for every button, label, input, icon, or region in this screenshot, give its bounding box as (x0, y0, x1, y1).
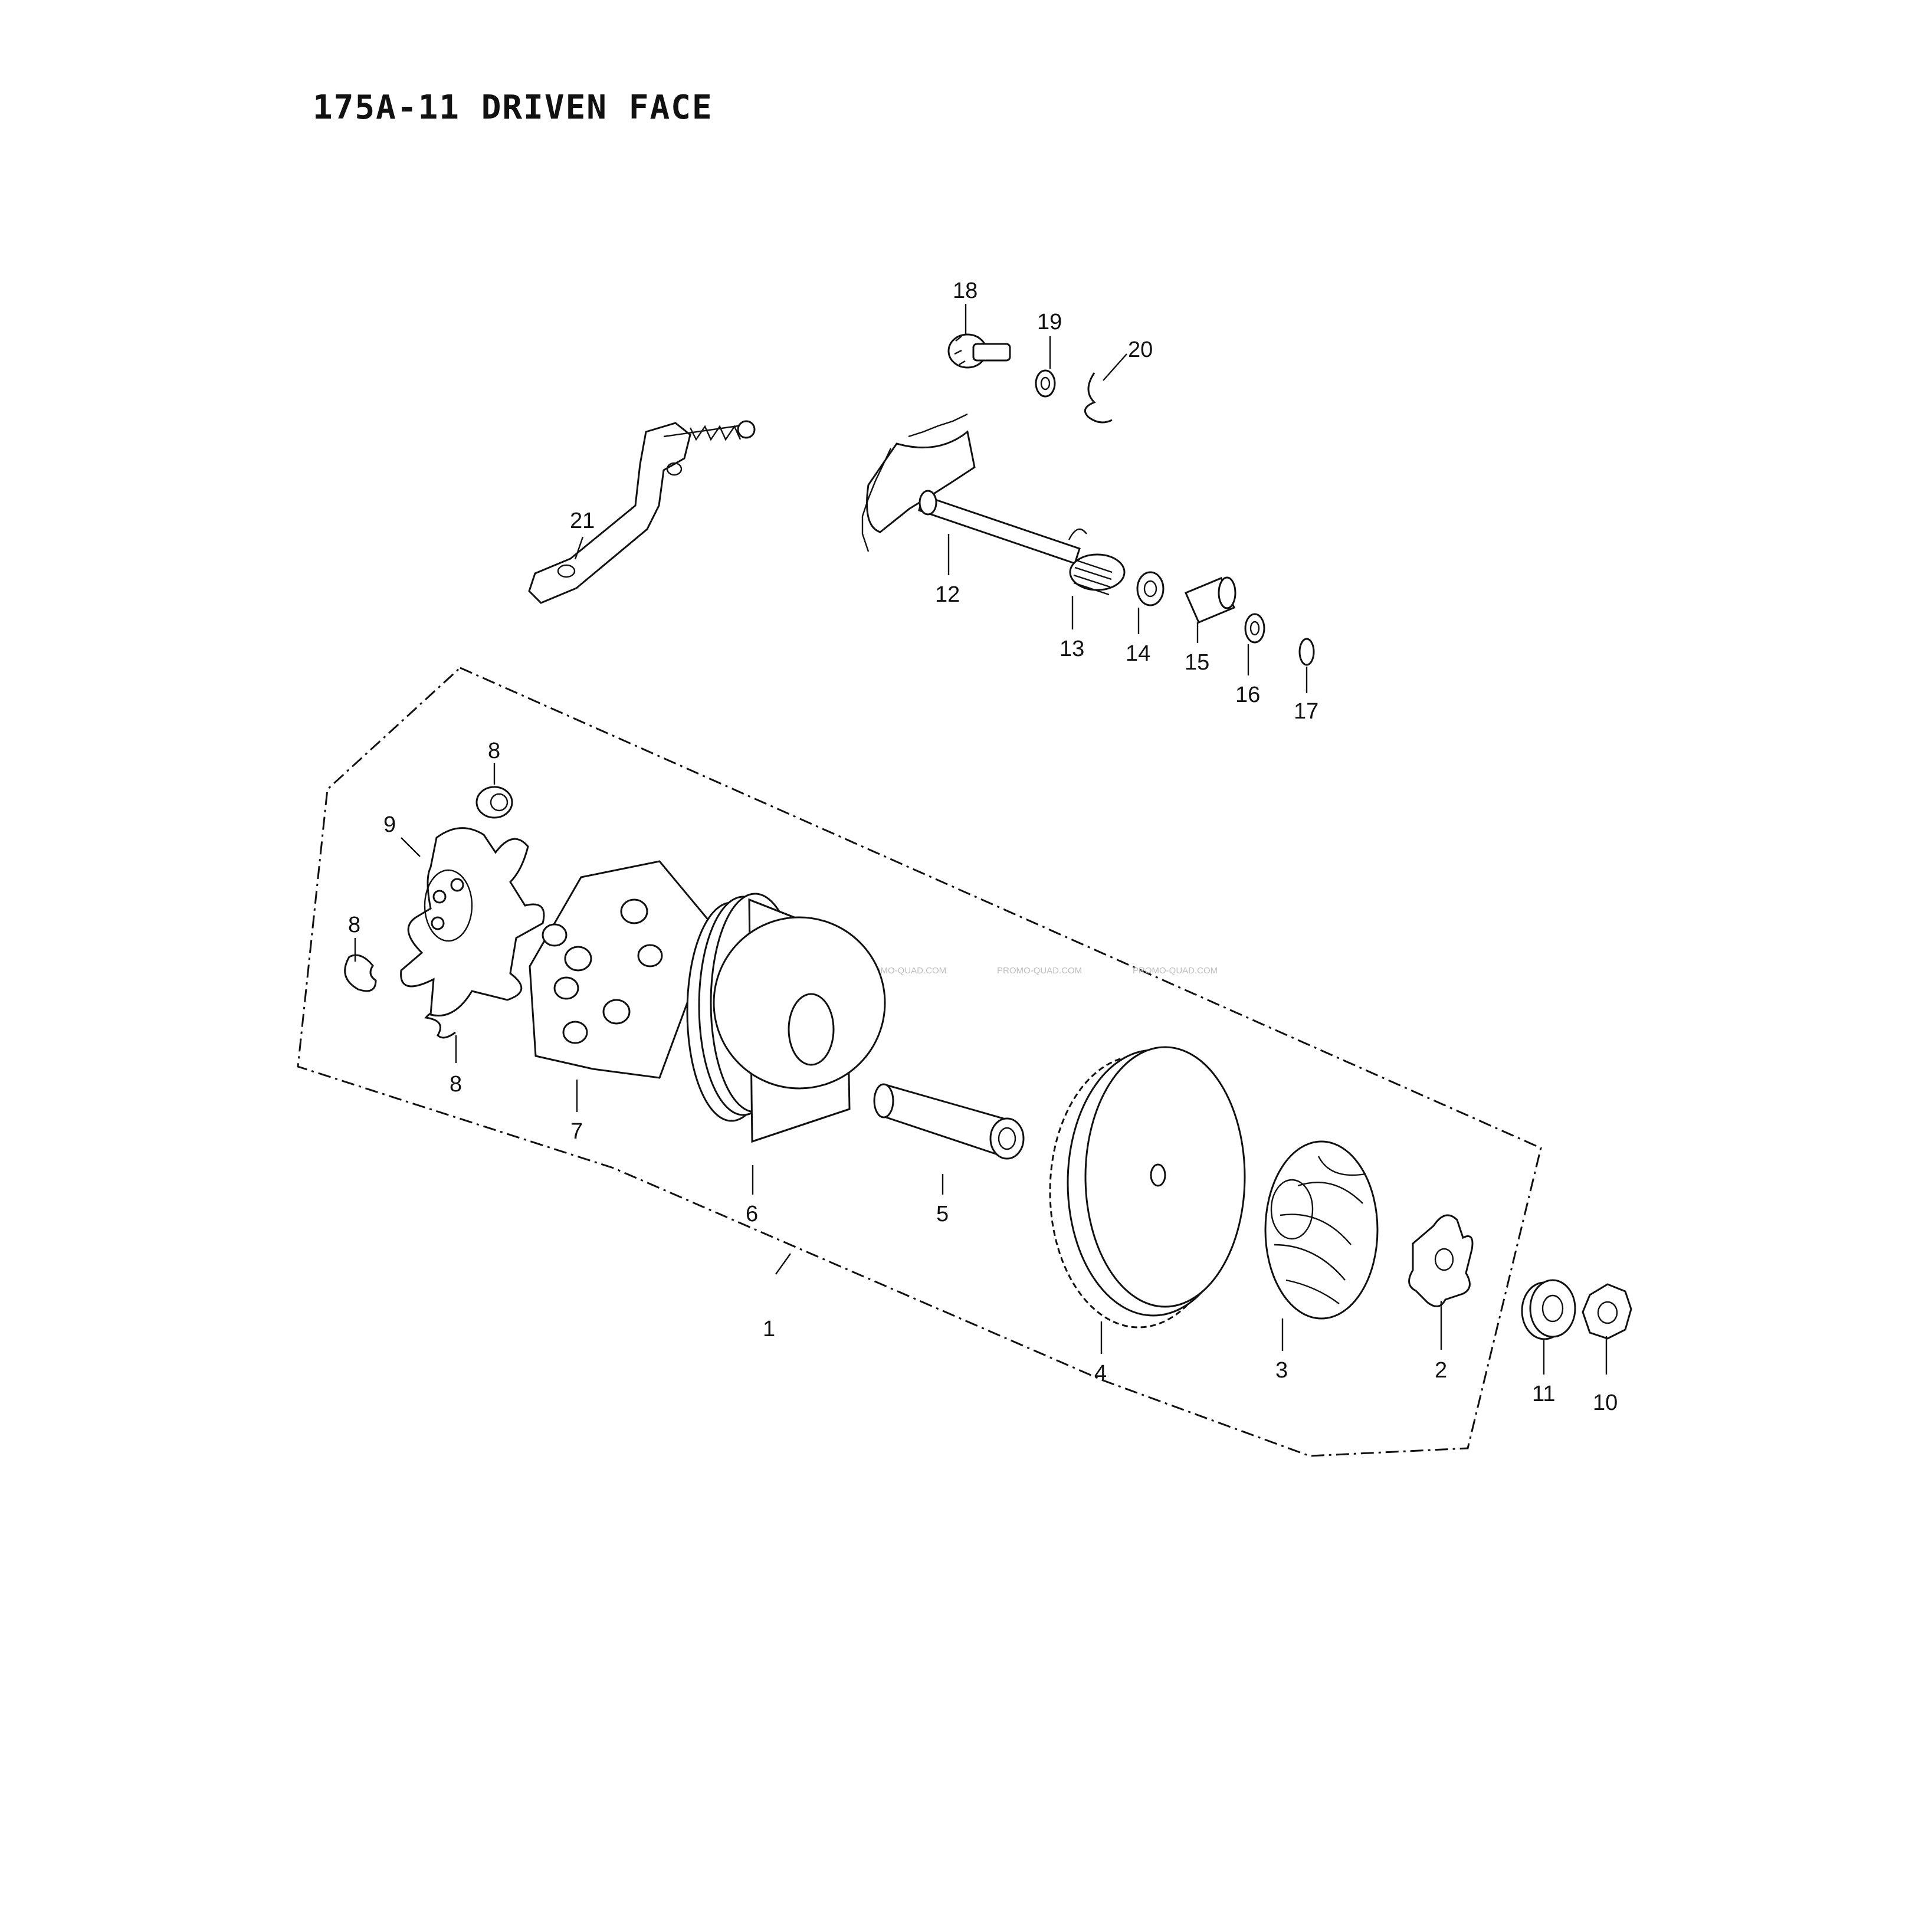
callout-7: 7 (570, 1119, 583, 1144)
part-10-nut (1582, 1283, 1632, 1340)
callout-2: 2 (1435, 1358, 1447, 1383)
callout-11: 11 (1532, 1382, 1555, 1406)
callout-13: 13 (1060, 637, 1084, 661)
part-11-washer (1521, 1279, 1576, 1340)
part-12-kick-spindle (861, 413, 1081, 565)
part-13-spring (1068, 528, 1126, 596)
callout-21: 21 (570, 509, 595, 533)
callout-5: 5 (936, 1202, 949, 1226)
part-21-kick-lever (528, 420, 756, 604)
part-3-cooling-fan (1264, 1140, 1379, 1320)
callout-9: 9 (383, 812, 396, 837)
callout-8: 8 (450, 1072, 462, 1097)
part-19-washer (1035, 369, 1056, 398)
assembly-boundary (297, 667, 1542, 1457)
callout-12: 12 (935, 582, 960, 607)
watermark: PROMO-QUAD.COM (997, 966, 1082, 976)
part-15-bushing (1185, 576, 1236, 624)
part-8-collar (475, 786, 513, 819)
part-6-drive-face (686, 893, 886, 1143)
callout-4: 4 (1094, 1361, 1107, 1386)
callout-19: 19 (1037, 310, 1062, 334)
diagram-title: 175A-11 DRIVEN FACE (313, 88, 713, 127)
callout-8: 8 (348, 913, 360, 937)
callout-3: 3 (1275, 1358, 1288, 1383)
part-4-ring-gear (1049, 1046, 1246, 1329)
callout-14: 14 (1126, 641, 1150, 666)
part-20-clip (1084, 372, 1113, 424)
part-18-pinion (947, 333, 1011, 369)
part-14-washer (1136, 571, 1165, 606)
part-16-washer (1244, 613, 1265, 644)
watermark: PROMO-QUAD.COM (861, 966, 946, 976)
callout-8: 8 (488, 739, 500, 763)
callout-1: 1 (763, 1317, 775, 1341)
callout-17: 17 (1294, 699, 1318, 724)
part-8-collar (344, 954, 377, 992)
part-17-clip (1298, 638, 1315, 666)
callout-16: 16 (1235, 683, 1260, 707)
callout-18: 18 (953, 278, 978, 303)
part-5-boss-collar (873, 1083, 1025, 1160)
callout-20: 20 (1128, 337, 1153, 362)
callout-15: 15 (1185, 650, 1209, 675)
leader-lines (354, 304, 1608, 1375)
part-9-cam-plate (400, 827, 545, 1017)
callout-10: 10 (1593, 1390, 1618, 1415)
watermark: PROMO-QUAD.COM (1133, 966, 1218, 976)
callout-6: 6 (746, 1202, 758, 1226)
part-2-pulley (1408, 1214, 1474, 1307)
part-7-roller-plate (529, 860, 716, 1079)
